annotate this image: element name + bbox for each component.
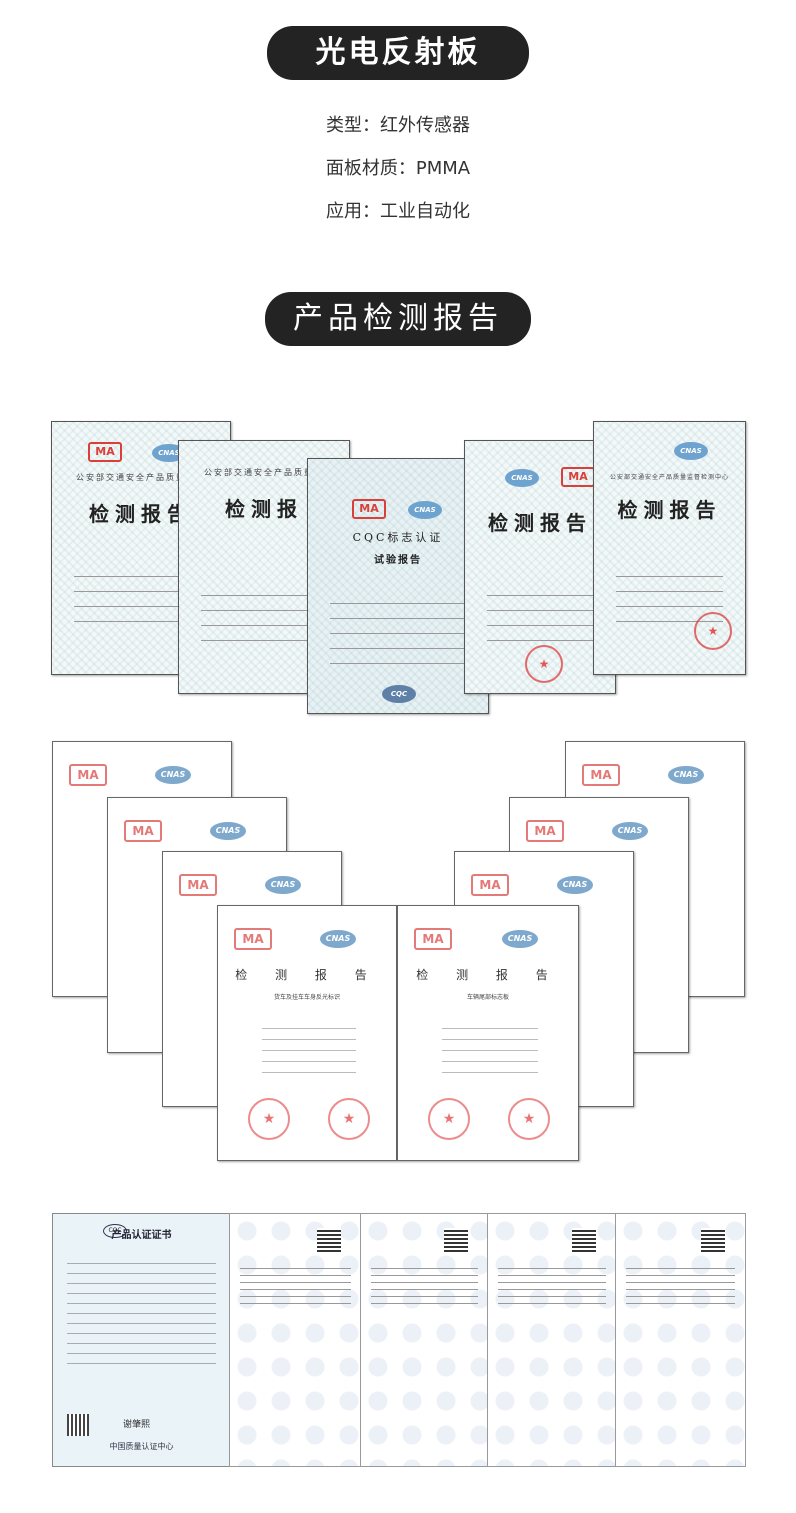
certificate-title: 产品认证证书 <box>111 1230 172 1241</box>
seal-star-icon: ★ <box>525 645 563 683</box>
cqc-logo: CQC <box>103 1224 127 1238</box>
report-title: CQC标志认证 <box>352 531 444 544</box>
qr-code-icon <box>67 1414 89 1436</box>
cnas-logo: CNAS <box>668 766 704 784</box>
seal-star-icon: ★ <box>328 1098 370 1140</box>
cnas-logo: CNAS <box>320 930 356 948</box>
ma-logo: MA <box>526 820 564 842</box>
certificate-issuer: 中国质量认证中心 <box>109 1442 174 1451</box>
ma-logo: MA <box>561 467 595 487</box>
qr-code-icon <box>317 1228 341 1252</box>
test-sheet <box>487 1213 617 1467</box>
ma-logo: MA <box>414 928 452 950</box>
cnas-logo: CNAS <box>265 876 301 894</box>
cnas-logo: CNAS <box>557 876 593 894</box>
cnas-logo: CNAS <box>502 930 538 948</box>
report-product: 货车及挂车车身反光标识 <box>273 994 340 1001</box>
cqc-logo: CQC <box>382 685 416 703</box>
report-org: 公安部交通安全产品质量监督检测中心 <box>609 474 729 481</box>
ma-logo: MA <box>69 764 107 786</box>
seal-star-icon: ★ <box>694 612 732 650</box>
ma-logo: MA <box>471 874 509 896</box>
cnas-logo: CNAS <box>505 469 539 487</box>
report-cover: CNAS 公安部交通安全产品质量监督检测中心 检测报告 ★ <box>593 421 746 675</box>
seal-star-icon: ★ <box>428 1098 470 1140</box>
ma-logo: MA <box>179 874 217 896</box>
spec-material: 面板材质：PMMA <box>325 158 471 179</box>
report-title: 检测报告 <box>488 511 592 535</box>
cnas-logo: CNAS <box>210 822 246 840</box>
seal-star-icon: ★ <box>508 1098 550 1140</box>
cqc-report-cover: MA CNAS CQC标志认证 试验报告 CQC <box>307 458 489 714</box>
ma-logo: MA <box>234 928 272 950</box>
test-sheet <box>360 1213 489 1467</box>
cnas-logo: CNAS <box>152 444 186 462</box>
report-product: 车辆尾部标志板 <box>466 994 509 1001</box>
report-cover: CNAS MA 检测报告 ★ <box>464 440 616 694</box>
cnas-logo: CNAS <box>408 501 442 519</box>
report-title: 检测报告 <box>89 502 193 526</box>
ma-logo: MA <box>582 764 620 786</box>
report-subtitle: 试验报告 <box>374 555 422 566</box>
test-sheet <box>615 1213 746 1467</box>
qr-code-icon <box>701 1228 725 1252</box>
report-heading: 检 测 报 告 <box>235 968 379 982</box>
report-org: 公安部交通安全产品质量监 <box>204 468 324 477</box>
spec-list: 类型：红外传感器 面板材质：PMMA 应用：工业自动化 <box>0 112 796 241</box>
test-sheet <box>229 1213 362 1467</box>
signature: 谢肇熙 <box>123 1420 151 1430</box>
report-org: 公安部交通安全产品质量监督 <box>76 473 206 482</box>
product-certificate: CQC 产品认证证书 谢肇熙 中国质量认证中心 <box>52 1213 231 1467</box>
cnas-logo: CNAS <box>155 766 191 784</box>
qr-code-icon <box>444 1228 468 1252</box>
cnas-logo: CNAS <box>674 442 708 460</box>
report-title: 检测报告 <box>617 498 722 522</box>
ma-logo: MA <box>124 820 162 842</box>
report-title: 检测报 <box>225 497 303 521</box>
ma-logo: MA <box>88 442 122 462</box>
test-report-front-right: MA CNAS 检 测 报 告 车辆尾部标志板 ★ ★ <box>397 905 579 1161</box>
spec-application: 应用：工业自动化 <box>326 201 470 222</box>
ma-logo: MA <box>352 499 386 519</box>
reports-section-title: 产品检测报告 <box>265 292 531 346</box>
seal-star-icon: ★ <box>248 1098 290 1140</box>
qr-code-icon <box>572 1228 596 1252</box>
report-heading: 检 测 报 告 <box>416 968 560 982</box>
cnas-logo: CNAS <box>612 822 648 840</box>
spec-type: 类型：红外传感器 <box>326 115 470 136</box>
test-report-front-left: MA CNAS 检 测 报 告 货车及挂车车身反光标识 ★ ★ <box>217 905 397 1161</box>
product-title: 光电反射板 <box>267 26 529 80</box>
